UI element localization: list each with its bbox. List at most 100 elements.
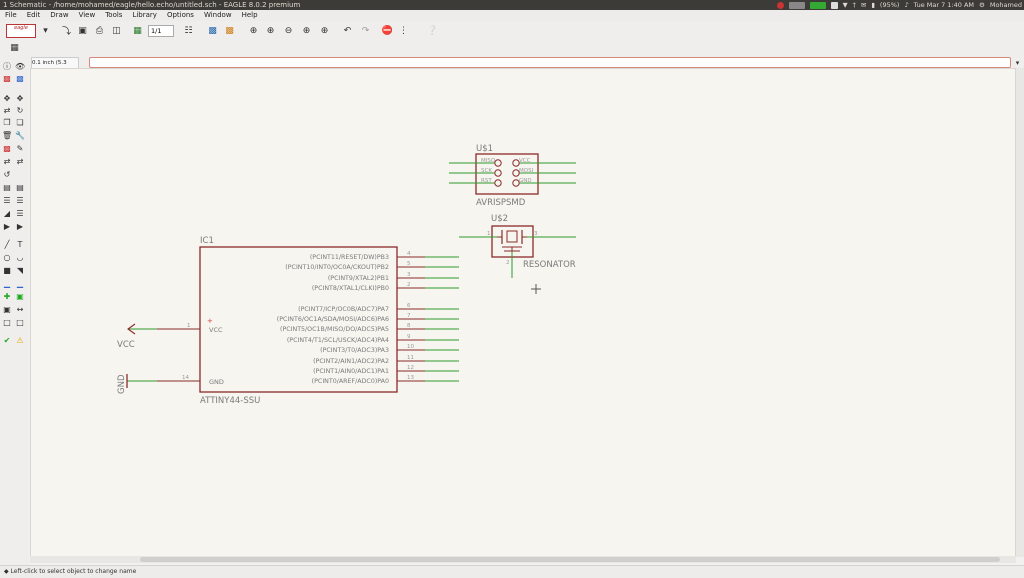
mirror-icon[interactable]: ⇄ xyxy=(3,106,11,115)
table-icon[interactable]: ☷ xyxy=(184,25,193,36)
bus-icon[interactable]: ▁ xyxy=(3,279,11,288)
zoom-out-icon[interactable]: ⊖ xyxy=(284,25,293,36)
schematic-canvas[interactable]: U$1 MISO VCC SCK MOSI RST GND AVRISPSMD … xyxy=(30,68,1016,557)
label-net-icon[interactable]: ▣ xyxy=(16,292,24,301)
bluetooth-icon[interactable]: † xyxy=(852,1,856,9)
u1-body[interactable] xyxy=(475,153,539,195)
page-selector[interactable]: 1/1 xyxy=(148,25,174,37)
zoom-redraw-icon[interactable]: ⊕ xyxy=(302,25,311,36)
menu-edit[interactable]: Edit xyxy=(26,11,41,19)
user-name[interactable]: Mohamed xyxy=(989,1,1022,9)
dimension-icon[interactable]: ↔ xyxy=(16,305,24,314)
stop-icon[interactable]: ⛔ xyxy=(381,25,394,36)
info-icon[interactable]: ⓘ xyxy=(3,62,11,71)
menu-tools[interactable]: Tools xyxy=(105,11,123,19)
board-switch-icon[interactable]: ▦ xyxy=(133,25,142,36)
ungroup-icon[interactable]: □ xyxy=(16,318,24,327)
ic1-pin-number: 10 xyxy=(407,344,414,350)
zoom-select-icon[interactable]: ⊕ xyxy=(320,25,329,36)
circle-icon[interactable]: ○ xyxy=(3,253,11,262)
menu-help[interactable]: Help xyxy=(241,11,258,19)
part-u1[interactable]: U$1 MISO VCC SCK MOSI RST GND AVRISPSMD xyxy=(449,144,576,208)
command-input[interactable] xyxy=(89,57,1011,68)
volume-icon[interactable]: ♪ xyxy=(904,1,909,9)
junction-icon[interactable]: ✚ xyxy=(3,292,11,301)
u2-pin-number: 3 xyxy=(534,231,538,237)
net-icon[interactable]: ▁ xyxy=(16,279,24,288)
script-icon[interactable]: ▩ xyxy=(208,25,217,36)
menu-options[interactable]: Options xyxy=(166,11,194,19)
value-icon[interactable]: ▤ xyxy=(16,183,24,192)
part-ic1[interactable]: IC1 ATTINY44-SSU 1 VCC + VCC 14 GND GND … xyxy=(117,236,459,406)
menu-draw[interactable]: Draw xyxy=(50,11,69,19)
display-icon[interactable]: ▩ xyxy=(3,74,11,83)
u1-pad xyxy=(512,169,520,177)
pinswap-icon[interactable]: ⇄ xyxy=(16,157,24,166)
logo-dropdown-icon[interactable]: ▾ xyxy=(43,25,48,36)
label-icon[interactable]: ▶ xyxy=(3,222,11,231)
menu-view[interactable]: View xyxy=(78,11,96,19)
zoom-fit-icon[interactable]: ⊕ xyxy=(249,25,258,36)
add-icon[interactable]: ▩ xyxy=(3,144,11,153)
cam-icon[interactable]: ◫ xyxy=(112,25,121,36)
polygon-icon[interactable]: ◥ xyxy=(16,266,24,275)
ic1-pin-label: (PCINT10/INT0/OC0A/CKOUT)PB2 xyxy=(285,264,389,271)
mail-icon[interactable]: ✉ xyxy=(860,1,867,9)
text-icon[interactable]: T xyxy=(17,240,23,249)
frame-icon[interactable]: ▣ xyxy=(3,305,11,314)
erc-icon[interactable]: ✔ xyxy=(3,336,11,345)
errors-icon[interactable]: ⚠ xyxy=(16,336,24,345)
change-icon[interactable]: 🔧 xyxy=(15,131,25,140)
secondary-toolbar: ▦ xyxy=(0,40,1024,56)
open-icon[interactable]: ⤵ xyxy=(61,27,71,37)
arc-icon[interactable]: ◡ xyxy=(16,253,24,262)
schematic-drawing[interactable]: U$1 MISO VCC SCK MOSI RST GND AVRISPSMD … xyxy=(31,69,1017,558)
wifi-icon[interactable]: ▼ xyxy=(842,1,848,9)
redo-icon[interactable]: ↷ xyxy=(361,25,370,36)
paste-icon[interactable]: ❏ xyxy=(16,118,24,127)
menu-file[interactable]: File xyxy=(5,11,17,19)
gateswap-icon[interactable]: ⇄ xyxy=(3,157,11,166)
menu-window[interactable]: Window xyxy=(203,11,232,19)
vertical-scrollbar[interactable] xyxy=(1016,68,1024,557)
show-icon[interactable]: 👁 xyxy=(15,62,26,71)
zoom-in-icon[interactable]: ⊕ xyxy=(266,25,275,36)
group-icon[interactable]: □ xyxy=(3,318,11,327)
ulp-icon[interactable]: ▩ xyxy=(225,25,234,36)
command-history-icon[interactable]: ▾ xyxy=(1015,58,1020,67)
settings-icon[interactable]: ⚙ xyxy=(979,1,985,9)
attribute-icon[interactable]: ▶ xyxy=(16,222,24,231)
menu-library[interactable]: Library xyxy=(132,11,157,19)
copy-icon[interactable]: ❐ xyxy=(3,118,11,127)
optimize-icon[interactable]: ☰ xyxy=(16,209,24,218)
rect-icon[interactable]: ■ xyxy=(3,266,11,275)
move-group-icon[interactable]: ✥ xyxy=(16,94,24,103)
grid-icon[interactable]: ▦ xyxy=(10,42,19,53)
record-icon[interactable] xyxy=(776,1,784,9)
undo-icon[interactable]: ↶ xyxy=(343,25,352,36)
wire-icon[interactable]: ╱ xyxy=(4,240,10,249)
replace-icon[interactable]: ✎ xyxy=(16,144,24,153)
name-icon[interactable]: ▤ xyxy=(3,183,11,192)
clock[interactable]: Tue Mar 7 1:40 AM xyxy=(913,1,975,9)
keyboard-icon[interactable] xyxy=(830,1,838,9)
horizontal-scrollbar[interactable] xyxy=(30,556,1016,563)
save-icon[interactable]: ▣ xyxy=(78,25,87,36)
miter-icon[interactable]: ◢ xyxy=(3,209,11,218)
go-icon[interactable]: ⋮ xyxy=(399,25,408,36)
rotate-icon[interactable]: ↻ xyxy=(16,106,24,115)
split-icon[interactable]: ☰ xyxy=(16,196,24,205)
part-u2[interactable]: U$2 1 3 2 RESONATOR xyxy=(459,214,576,278)
delete-icon[interactable]: 🗑 xyxy=(2,131,13,140)
cpu-meter-icon[interactable] xyxy=(809,1,826,9)
eagle-logo[interactable]: eagle xyxy=(6,24,36,38)
smash-icon[interactable]: ☰ xyxy=(3,196,11,205)
monitor-icon[interactable] xyxy=(788,1,805,9)
help-icon[interactable]: ❔ xyxy=(426,25,439,36)
horizontal-scroll-thumb[interactable] xyxy=(140,557,1000,562)
print-icon[interactable]: ⎙ xyxy=(95,25,104,36)
battery-icon[interactable]: ▮ xyxy=(871,1,875,9)
mark-icon[interactable]: ▩ xyxy=(16,74,24,83)
move-icon[interactable]: ✥ xyxy=(3,94,11,103)
invoke-icon[interactable]: ↺ xyxy=(3,170,11,179)
